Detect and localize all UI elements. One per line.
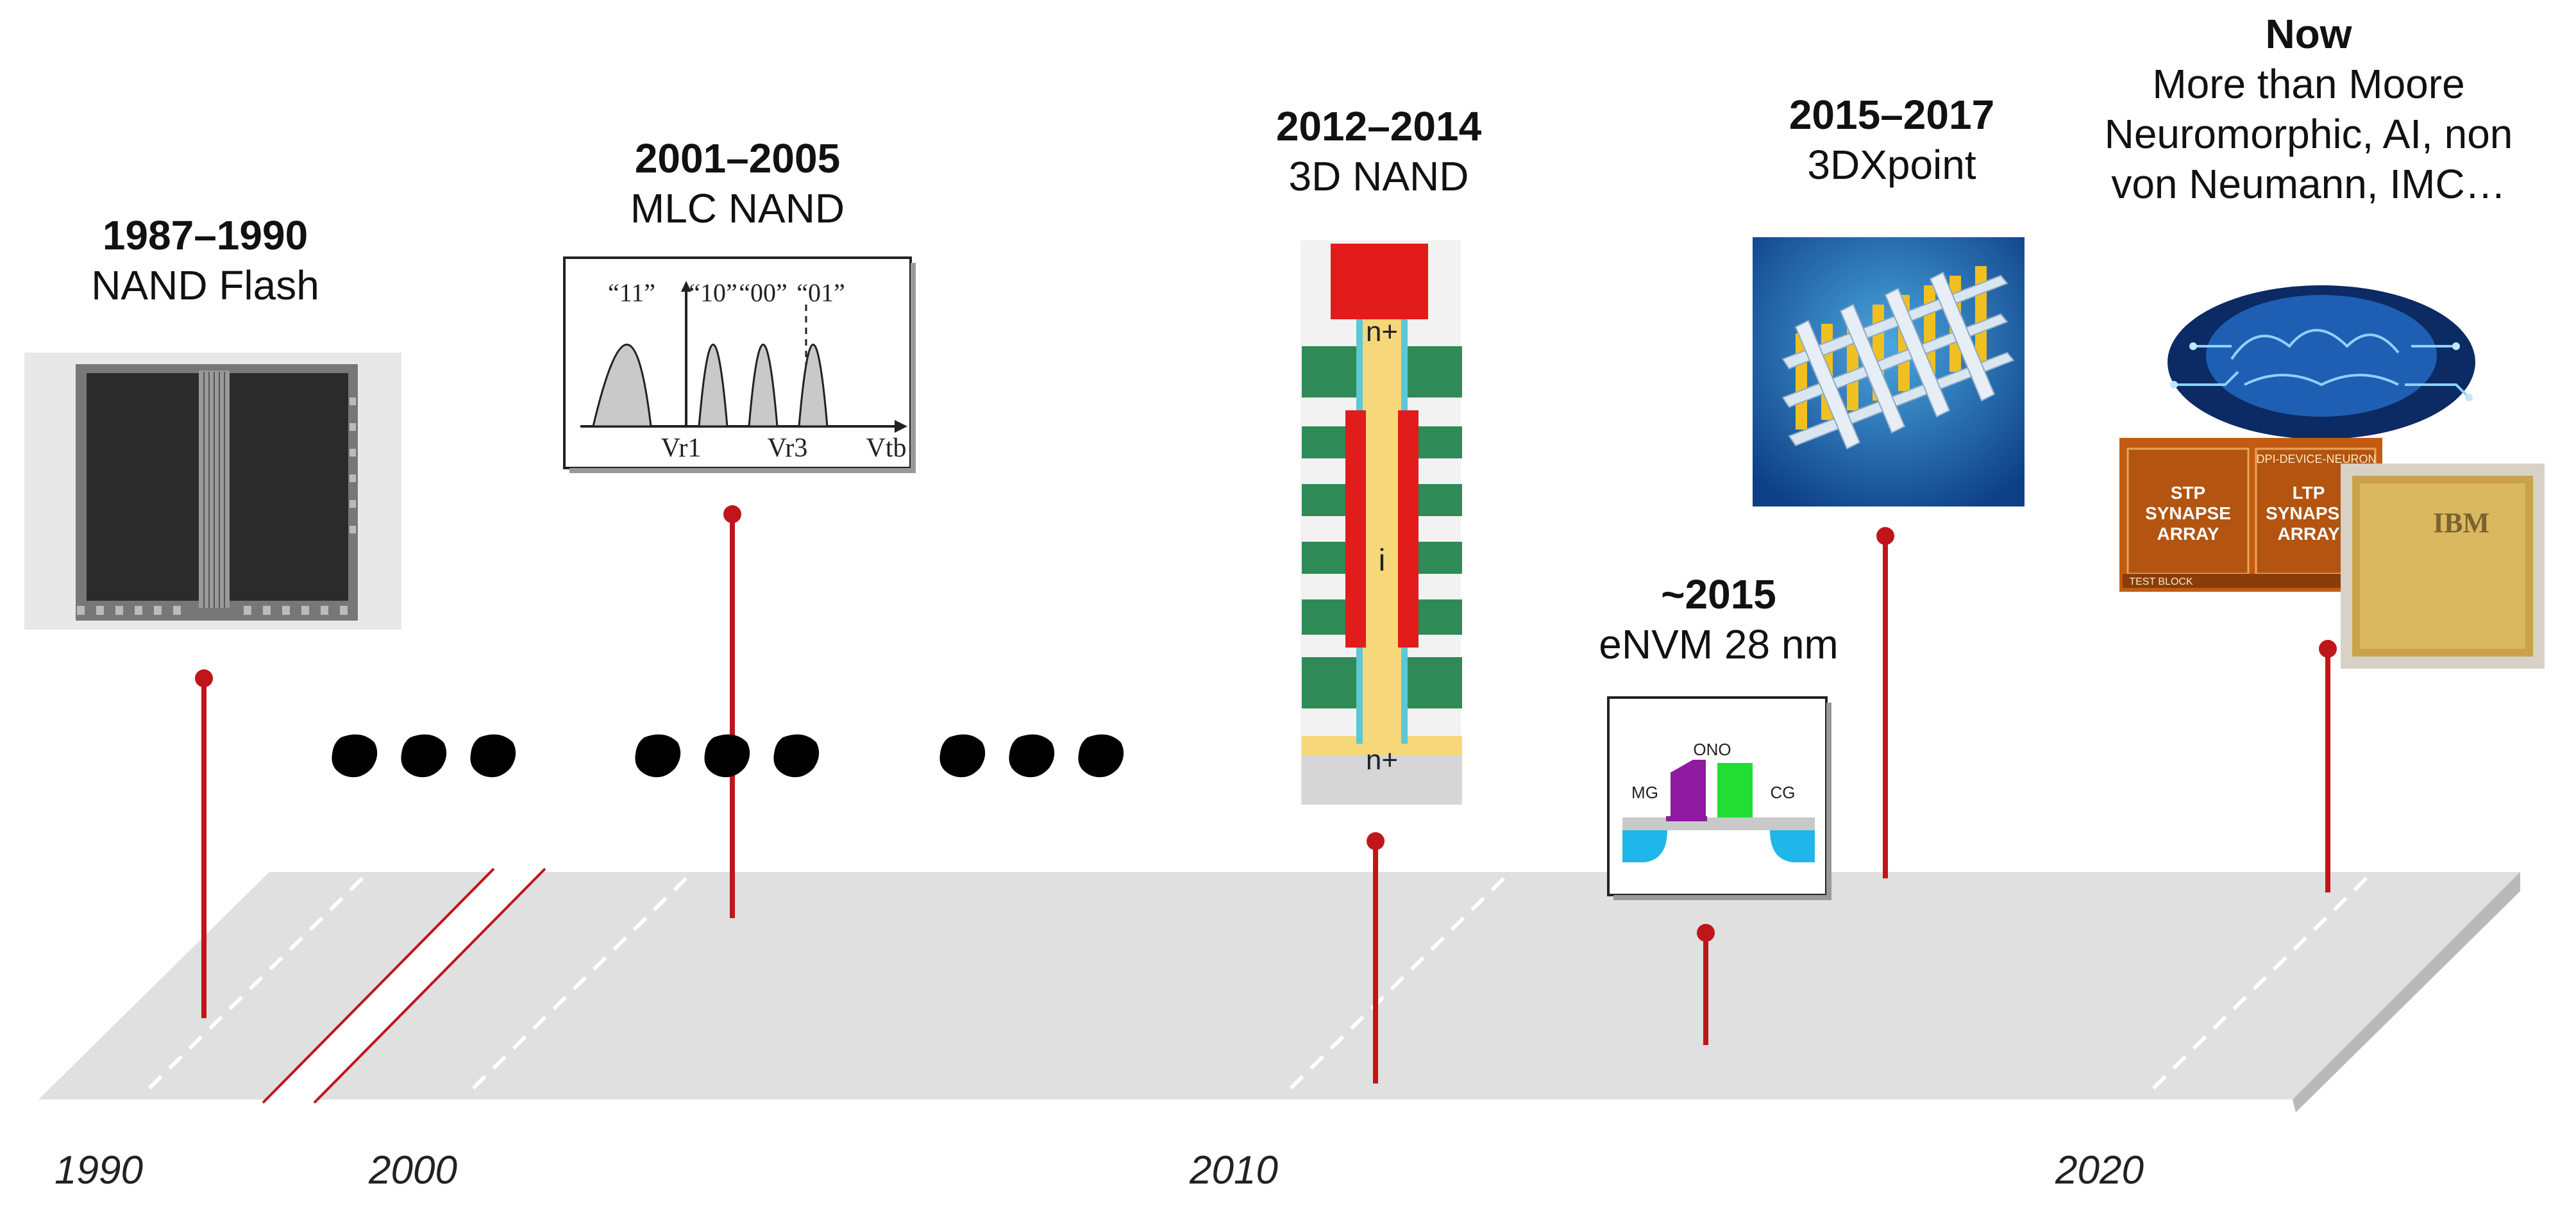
milestone-name: NAND Flash — [91, 262, 319, 309]
stem-dot-3dxpoint — [1876, 527, 1894, 545]
milestone-line: Neuromorphic, AI, non — [2104, 111, 2513, 158]
ibm-label: IBM — [2433, 507, 2489, 539]
chip-ltp-array-label: ARRAY — [2278, 524, 2340, 544]
stem-dot-mlc-nand — [723, 505, 741, 523]
mlc-threshold-label: Vr3 — [768, 433, 808, 463]
milestone-now: Now More than Moore Neuromorphic, AI, no… — [2039, 9, 2576, 209]
envm-cg-label: CG — [1771, 783, 1796, 802]
milestone-name: MLC NAND — [630, 185, 845, 232]
chip-top-right-label: DPI-DEVICE-NEURON — [2256, 453, 2376, 465]
stem-dot-envm — [1697, 924, 1715, 942]
ellipsis-dot — [773, 734, 820, 778]
nand3d-top-label: n+ — [1366, 316, 1398, 347]
brain-circuit-image — [2168, 285, 2475, 439]
axis-year-label: 1990 — [55, 1148, 143, 1193]
milestone-envm: ~2015 eNVM 28 nm — [1552, 569, 1885, 669]
mlc-threshold-label: Vr1 — [661, 433, 702, 463]
ellipsis-dots — [332, 734, 1124, 778]
xpoint-array-image — [1753, 237, 2025, 506]
chip-test-block-label: TEST BLOCK — [2129, 576, 2193, 587]
ellipsis-dot — [470, 734, 516, 778]
mlc-nand-plot: “11” “10” “00” “01” Vr1 Vr3 Vtb — [563, 256, 916, 473]
nand-flash-die-image — [24, 353, 401, 630]
chip-ltp-synapse-label: SYNAPSE — [2266, 503, 2352, 523]
envm-ono-label: ONO — [1693, 740, 1731, 759]
milestone-years: 2015–2017 — [1789, 92, 1995, 138]
chip-ltp-label: LTP — [2293, 483, 2325, 503]
ellipsis-dot — [635, 734, 681, 778]
ibm-chip-image: IBM — [2341, 464, 2545, 669]
ellipsis-dot — [332, 734, 378, 778]
chip-stp-synapse-label: SYNAPSE — [2145, 503, 2231, 523]
mlc-state-label: “11” — [608, 278, 655, 307]
mlc-state-label: “01” — [796, 278, 845, 307]
milestone-years: ~2015 — [1661, 571, 1776, 617]
stem-dot-now — [2319, 640, 2337, 658]
milestone-mlc-nand: 2001–2005 MLC NAND — [571, 133, 904, 233]
stems — [201, 514, 2330, 1084]
ellipsis-dot — [1078, 734, 1124, 778]
nand3d-mid-label: i — [1379, 544, 1386, 578]
nand3d-pillar-image: n+ i n+ — [1301, 240, 1462, 805]
ellipsis-dot — [1009, 734, 1055, 778]
milestone-nand-flash: 1987–1990 NAND Flash — [38, 210, 372, 310]
mlc-state-label: “10” — [689, 278, 737, 307]
nand3d-bottom-label: n+ — [1366, 744, 1398, 776]
milestone-years: Now — [2265, 11, 2352, 57]
milestone-years: 2012–2014 — [1275, 103, 1482, 149]
milestone-line: von Neumann, IMC… — [2111, 161, 2506, 208]
milestone-name: eNVM 28 nm — [1599, 621, 1839, 668]
stem-dot-nand-flash — [195, 669, 213, 687]
axis-year-label: 2020 — [2055, 1148, 2144, 1193]
ellipsis-dot — [704, 734, 750, 778]
milestone-years: 1987–1990 — [102, 212, 308, 258]
ellipsis-dot — [401, 734, 447, 778]
stem-dot-3d-nand — [1367, 832, 1385, 850]
chip-stp-array-label: ARRAY — [2157, 524, 2219, 544]
axis-year-label: 2000 — [369, 1148, 457, 1193]
milestone-line: More than Moore — [2152, 61, 2465, 108]
chip-stp-label: STP — [2171, 483, 2205, 503]
milestone-3d-nand: 2012–2014 3D NAND — [1212, 101, 1545, 201]
mlc-axis-label: Vtb — [866, 433, 907, 463]
milestone-name: 3D NAND — [1288, 153, 1469, 200]
envm-mg-label: MG — [1631, 783, 1658, 802]
axis-year-label: 2010 — [1190, 1148, 1278, 1193]
axis-break — [262, 867, 546, 1104]
mlc-state-label: “00” — [739, 278, 787, 307]
stem-dots — [195, 505, 2337, 942]
timeline-platform — [38, 867, 2520, 1112]
platform-dashes — [142, 876, 2368, 1095]
milestone-years: 2001–2005 — [634, 135, 841, 181]
milestone-3dxpoint: 2015–2017 3DXpoint — [1725, 90, 2058, 190]
ellipsis-dot — [939, 734, 986, 778]
milestone-name: 3DXpoint — [1807, 142, 1976, 188]
envm-cell-diagram: ONO MG CG — [1607, 696, 1831, 900]
